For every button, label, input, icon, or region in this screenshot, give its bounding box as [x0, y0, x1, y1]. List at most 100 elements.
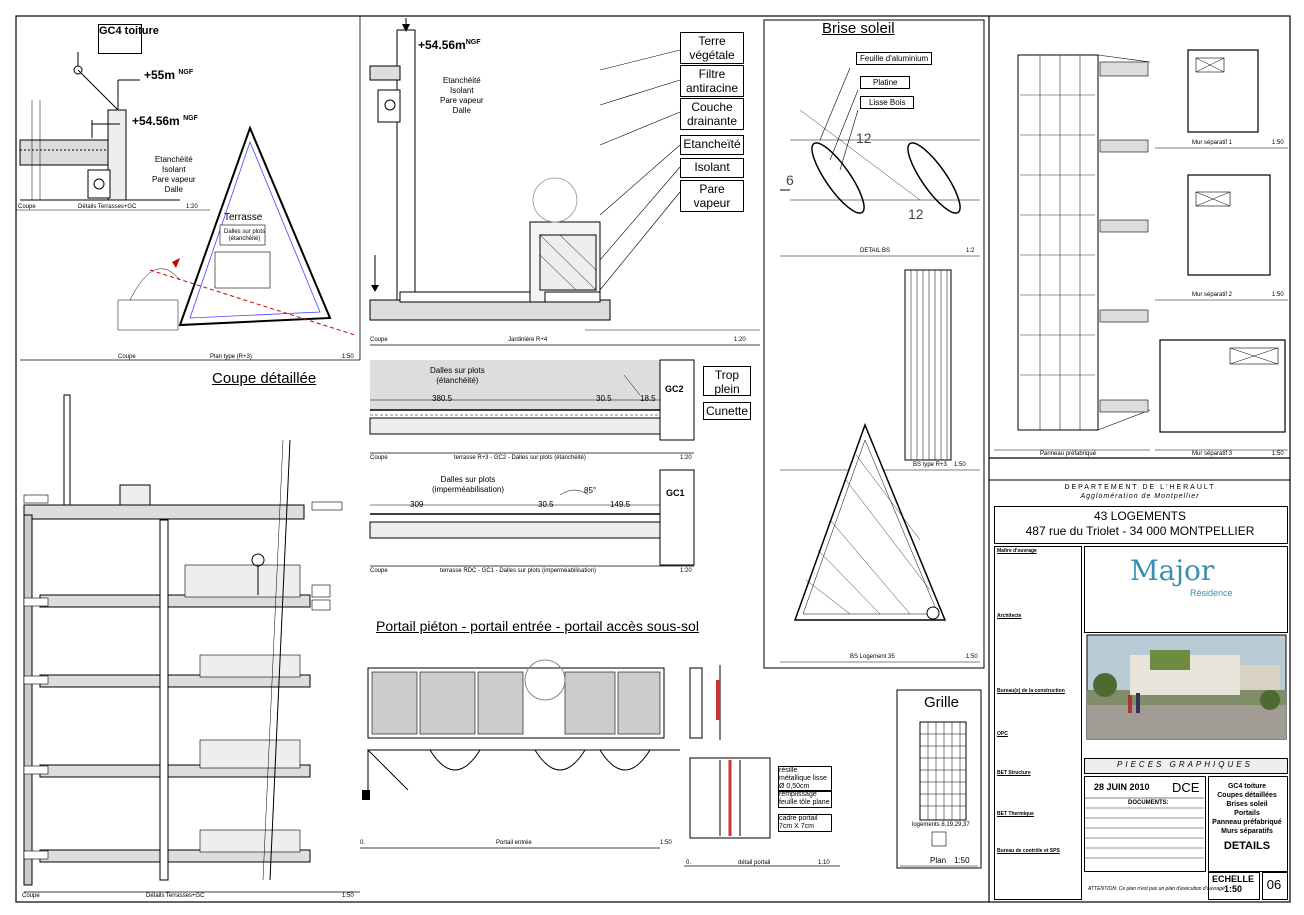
intervenants-box: [994, 546, 1082, 900]
bs-logement-scale: 1:50: [966, 654, 978, 660]
bs-type-scale: 1:50: [954, 462, 966, 468]
echelle-box: [1208, 872, 1260, 900]
r3-dim3: 18.5: [640, 394, 656, 403]
details-title: DETAILS: [1223, 840, 1271, 852]
coupe-detaillee-title: Coupe détaillée: [212, 370, 317, 387]
controle-label: Bureau de contrôle et SPS: [997, 848, 1060, 854]
r3-dim1: 380.5: [432, 394, 453, 403]
cd-coupe: Coupe: [22, 893, 40, 899]
gc1-label: GC1: [666, 488, 685, 498]
panneau-label: Panneau préfabriqué: [1040, 451, 1097, 457]
level-55-label: +55m NGF: [144, 68, 194, 82]
scale-label: 1:20: [186, 204, 198, 210]
major-logo: Major: [1130, 554, 1215, 587]
cd-details: Détails Terrasses+GC: [146, 893, 205, 899]
plan-scale-label: 1:50: [342, 354, 354, 360]
gc2-label: GC2: [665, 384, 684, 394]
maitre-label: Maître d'ouvrage: [997, 548, 1037, 554]
r3-caption: terrasse R+3 - GC2 - Dalles sur plots (é…: [454, 455, 586, 461]
rdc-dim2: 30.5: [538, 500, 554, 509]
date-box: [1084, 776, 1206, 872]
jardiniere-coupe: Coupe: [370, 337, 388, 343]
mur3-scale: 1:50: [1272, 451, 1284, 457]
sheet-number: 06: [1266, 877, 1282, 892]
portail-scale: 1:50: [660, 840, 672, 846]
lisse-label: Lisse Bois: [860, 96, 915, 109]
phase-label: DCE: [1172, 780, 1200, 795]
detail-bs: DETAIL BS: [860, 248, 891, 254]
label-filtre: Filtre antiracine: [680, 65, 744, 97]
residence-logo: Résidence: [1190, 588, 1233, 598]
rdc-coupe: Coupe: [370, 568, 388, 574]
rdc-scale: 1:20: [680, 568, 692, 574]
project-box: [994, 506, 1288, 544]
label-couche: Couche drainante: [680, 98, 744, 130]
jardiniere-level: +54.56mNGF: [418, 38, 481, 52]
details-label: Détails Terrasses+GC: [78, 204, 137, 210]
sheet-box: [1262, 872, 1288, 900]
brise-soleil-title: Brise soleil: [822, 20, 895, 37]
bet-thermique-label: BET Thermique: [997, 811, 1034, 817]
dim-6: 6: [786, 172, 794, 188]
grille-plan: Plan: [930, 856, 947, 865]
project-title: 43 LOGEMENTS: [1093, 509, 1187, 523]
architecte-label: Architecte: [997, 613, 1022, 619]
dim-12a: 12: [856, 130, 872, 146]
rdc-dim3: 149.5: [610, 500, 631, 509]
grille-logements: logements 8,19,29,37: [912, 822, 970, 828]
portail-caption: Portail entrée: [496, 840, 532, 846]
cd-scale: 1:50: [342, 893, 354, 899]
r3-coupe: Coupe: [370, 455, 388, 461]
remplissage-label: remplissage feuille tôle plane: [778, 790, 832, 808]
cadre-label: cadre portail 7cm X 7cm: [778, 814, 832, 832]
mur2-scale: 1:50: [1272, 292, 1284, 298]
terrasse-label: Terrasse: [224, 212, 263, 223]
pieces-label: PIECES GRAPHIQUES: [1117, 760, 1253, 769]
contents-box: [1208, 776, 1288, 872]
mur2-label: Mur séparatif 2: [1192, 292, 1233, 298]
detail-bs-scale: 1:2: [966, 248, 975, 254]
r3-scale: 1:20: [680, 455, 692, 461]
rdc-angle: 85°: [584, 486, 597, 495]
bs-type: BS type R+3: [913, 462, 947, 468]
platine-label: Platine: [860, 76, 911, 89]
trop-plein-label: Trop plein: [703, 366, 751, 396]
label-pare-vapeur: Pare vapeur: [680, 180, 744, 212]
resille-label: résille métallique lisse Ø 0,50cm: [778, 766, 832, 792]
agglo-label: Agglomération de Montpellier: [1080, 493, 1200, 500]
portail-zero: 0.: [360, 840, 366, 846]
mur1-label: Mur séparatif 1: [1192, 140, 1233, 146]
rdc-dim1: 309: [410, 500, 424, 509]
grille-title: Grille: [924, 694, 960, 711]
alu-label: Feuille d'aluminium: [856, 52, 933, 65]
dept-label: DEPARTEMENT DE L'HERAULT: [1064, 484, 1216, 491]
mur1-scale: 1:50: [1272, 140, 1284, 146]
bureau-label: Bureau(x) de la construction: [997, 688, 1065, 694]
dim-12b: 12: [908, 206, 924, 222]
documents-label: DOCUMENTS:: [1128, 800, 1169, 806]
logo-box: [1084, 546, 1288, 633]
label-isolant: Isolant: [680, 158, 744, 178]
detail-portail: détail portail: [738, 860, 771, 866]
attention-note: ATTENTION: Ce plan n'est pas un plan d'e…: [1088, 886, 1225, 892]
jardiniere-caption: Jardinière R+4: [508, 337, 548, 343]
coupe-label: Coupe: [18, 204, 36, 210]
plan-type-label: Plan type (R+3): [210, 354, 252, 360]
grille-scale: 1:50: [954, 856, 970, 865]
bs-logement: BS Logement 35: [850, 654, 895, 660]
rdc-caption: terrasse RDC - GC1 - Dalles sur plots (i…: [440, 568, 597, 574]
pieces-box: [1084, 758, 1288, 774]
